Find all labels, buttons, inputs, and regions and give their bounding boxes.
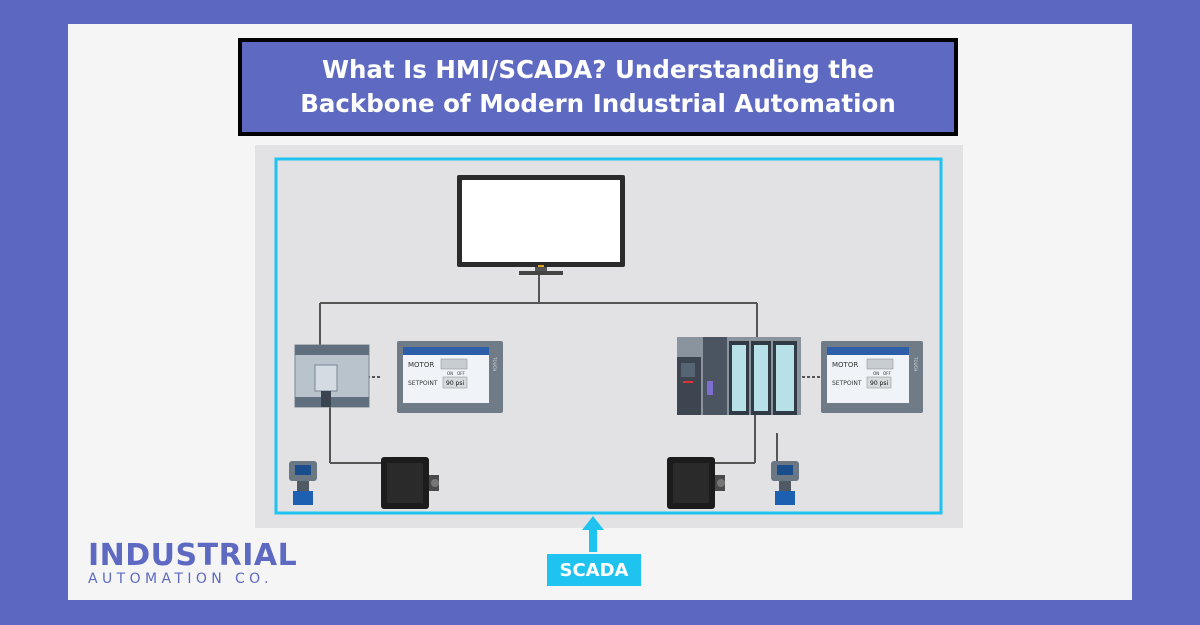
logo-main-text: INDUSTRIAL [88,538,298,573]
network-lines [319,275,821,464]
hmi-left-motor-label: MOTOR [408,361,434,369]
hmi-left-off-label: OFF [457,371,465,376]
plc-right-rack-icon [677,337,801,415]
logo-sub-text: AUTOMATION CO. [88,571,273,587]
plc-left-icon [294,344,370,408]
scada-arrow-icon [582,516,604,552]
hmi-left-on-label: ON [447,371,453,376]
hmi-scada-diagram: MOTOR ON OFF SETPOINT 90 psi TOUCH [255,145,963,528]
scada-boundary [274,157,943,515]
hmi-right-motor-label: MOTOR [832,361,858,369]
sensor-left-icon [289,461,317,505]
title-banner: What Is HMI/SCADA? Understanding the Bac… [238,38,958,136]
motor-left-icon [381,457,439,509]
hmi-right-setpoint-value: 90 psi [870,380,888,387]
hmi-left-setpoint-value: 90 psi [446,380,464,387]
hmi-right-off-label: OFF [883,371,891,376]
sensor-right-icon [771,433,799,505]
hmi-right-panel: MOTOR ON OFF SETPOINT 90 psi TOUCH [821,341,923,413]
hmi-right-touch-label: TOUCH [913,356,918,371]
hmi-left-setpoint-label: SETPOINT [408,380,438,387]
page-title: What Is HMI/SCADA? Understanding the Bac… [300,55,896,118]
motor-right-icon [667,457,725,509]
hmi-right-setpoint-label: SETPOINT [832,380,862,387]
monitor-icon [457,175,625,275]
hmi-right-on-label: ON [873,371,879,376]
hmi-left-touch-label: TOUCH [492,356,497,371]
hmi-left-panel: MOTOR ON OFF SETPOINT 90 psi TOUCH [397,341,503,413]
company-logo: INDUSTRIAL AUTOMATION CO. [88,538,298,587]
scada-label: SCADA [547,554,641,586]
